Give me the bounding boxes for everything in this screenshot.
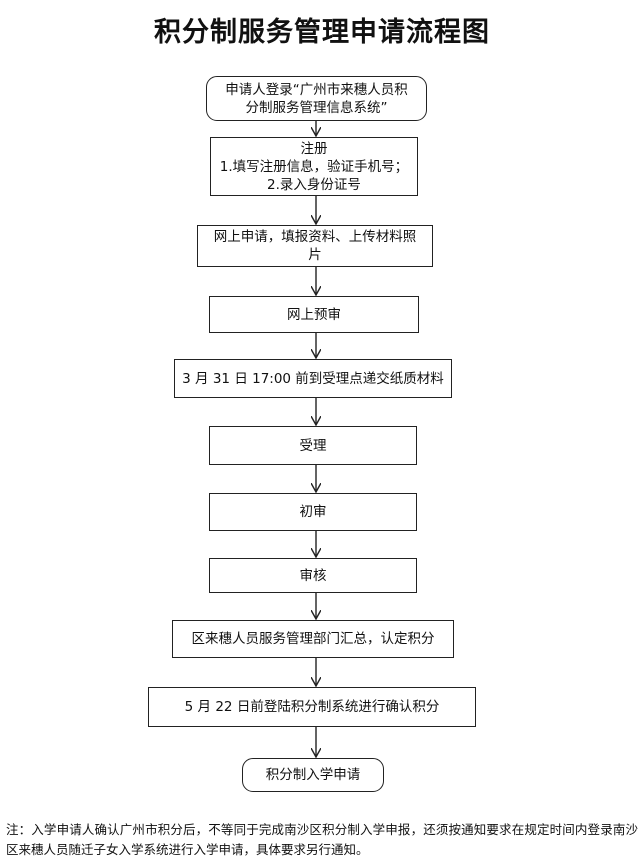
step-audit: 审核 (209, 558, 417, 593)
step-online-precheck: 网上预审 (209, 296, 419, 333)
step-district-summary: 区来穗人员服务管理部门汇总，认定积分 (172, 620, 454, 658)
footnote: 注：入学申请人确认广州市积分后，不等同于完成南沙区积分制入学申报，还须按通知要求… (6, 822, 638, 857)
step-online-application: 网上申请，填报资料、上传材料照 片 (197, 225, 433, 267)
step-accept: 受理 (209, 426, 417, 465)
step-initial-review: 初审 (209, 493, 417, 531)
step-confirm-points: 5 月 22 日前登陆积分制系统进行确认积分 (148, 687, 476, 727)
step-login: 申请人登录“广州市来穗人员积 分制服务管理信息系统” (206, 76, 427, 121)
diagram-title: 积分制服务管理申请流程图 (154, 17, 490, 48)
step-enrollment-application: 积分制入学申请 (242, 758, 384, 792)
step-submit-paper-materials: 3 月 31 日 17:00 前到受理点递交纸质材料 (174, 359, 452, 398)
step-register: 注册 1.填写注册信息，验证手机号； 2.录入身份证号 (210, 137, 418, 196)
